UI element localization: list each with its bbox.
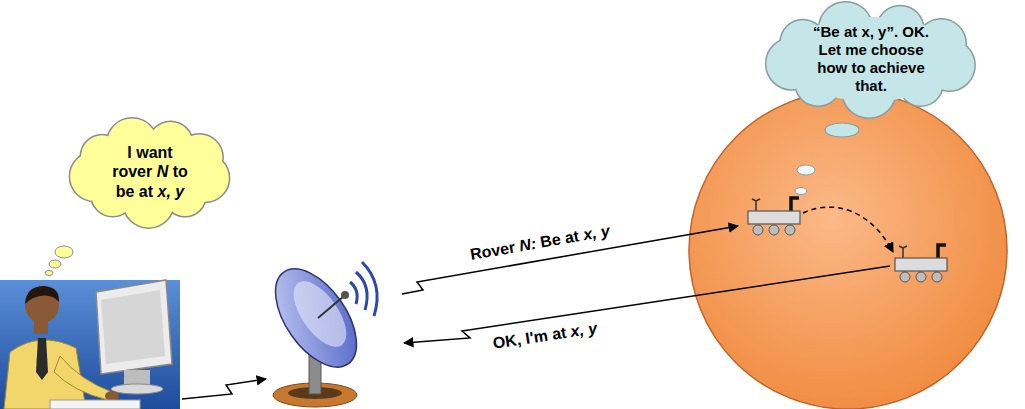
person-at-computer — [111, 384, 163, 394]
thought-text: I want rover N to be at x, y — [110, 143, 190, 201]
person-at-computer — [54, 356, 112, 400]
rover-icon — [900, 272, 910, 282]
thought-bubble — [55, 246, 73, 258]
satellite-dish — [350, 282, 357, 304]
satellite-dish — [362, 262, 377, 316]
path-arrow — [803, 207, 893, 252]
satellite-dish — [259, 255, 372, 381]
rover-icon — [748, 211, 800, 224]
thought-bubble — [45, 246, 73, 276]
rover-icon — [769, 225, 779, 235]
rover-icon — [938, 245, 946, 258]
person-at-computer — [0, 280, 180, 409]
path-arrow — [803, 207, 893, 252]
person-at-computer — [25, 286, 59, 304]
rover-icon — [752, 199, 760, 211]
rover-icon — [791, 198, 799, 211]
satellite-dish — [318, 296, 344, 318]
signal-arrow — [404, 266, 890, 343]
thought-text: “Be at x, y”. OK. Let me choose how to a… — [805, 23, 937, 95]
rover-icon — [785, 225, 795, 235]
link-arrow — [182, 379, 266, 399]
person-at-computer — [101, 290, 165, 364]
arrow-label: Rover N: Be at x, y — [469, 222, 611, 264]
rover-icon — [748, 198, 800, 235]
rover-icon — [899, 246, 907, 258]
satellite-dish — [283, 273, 356, 356]
rover-icon — [895, 245, 947, 282]
cloud-shape — [84, 132, 215, 211]
thought-bubble — [795, 188, 807, 195]
link-arrow — [182, 379, 266, 399]
satellite-dish — [341, 291, 349, 299]
satellite-dish — [356, 272, 367, 310]
thought-cloud: “Be at x, y”. OK. Let me choose how to a… — [766, 2, 976, 116]
person-at-computer — [96, 280, 172, 374]
signal-arrow — [404, 266, 890, 343]
person-at-computer — [50, 400, 140, 409]
thought-bubble — [45, 271, 53, 276]
person-at-computer — [36, 338, 48, 380]
rover-icon — [932, 272, 942, 282]
satellite-dish — [259, 255, 377, 407]
planet — [689, 91, 1007, 409]
rover-icon — [753, 225, 763, 235]
thought-bubble — [795, 123, 859, 195]
rover-icon — [895, 258, 947, 271]
planet — [689, 91, 1007, 409]
thought-bubble — [49, 260, 61, 268]
arrow-label: OK, I'm at x, y — [492, 319, 599, 353]
person-at-computer — [0, 280, 180, 409]
cloud-shape — [781, 17, 961, 101]
thought-cloud: I want rover N to be at x, y — [70, 118, 230, 226]
thought-bubble — [797, 165, 815, 175]
thought-bubble — [825, 123, 859, 137]
rover-icon — [916, 272, 926, 282]
